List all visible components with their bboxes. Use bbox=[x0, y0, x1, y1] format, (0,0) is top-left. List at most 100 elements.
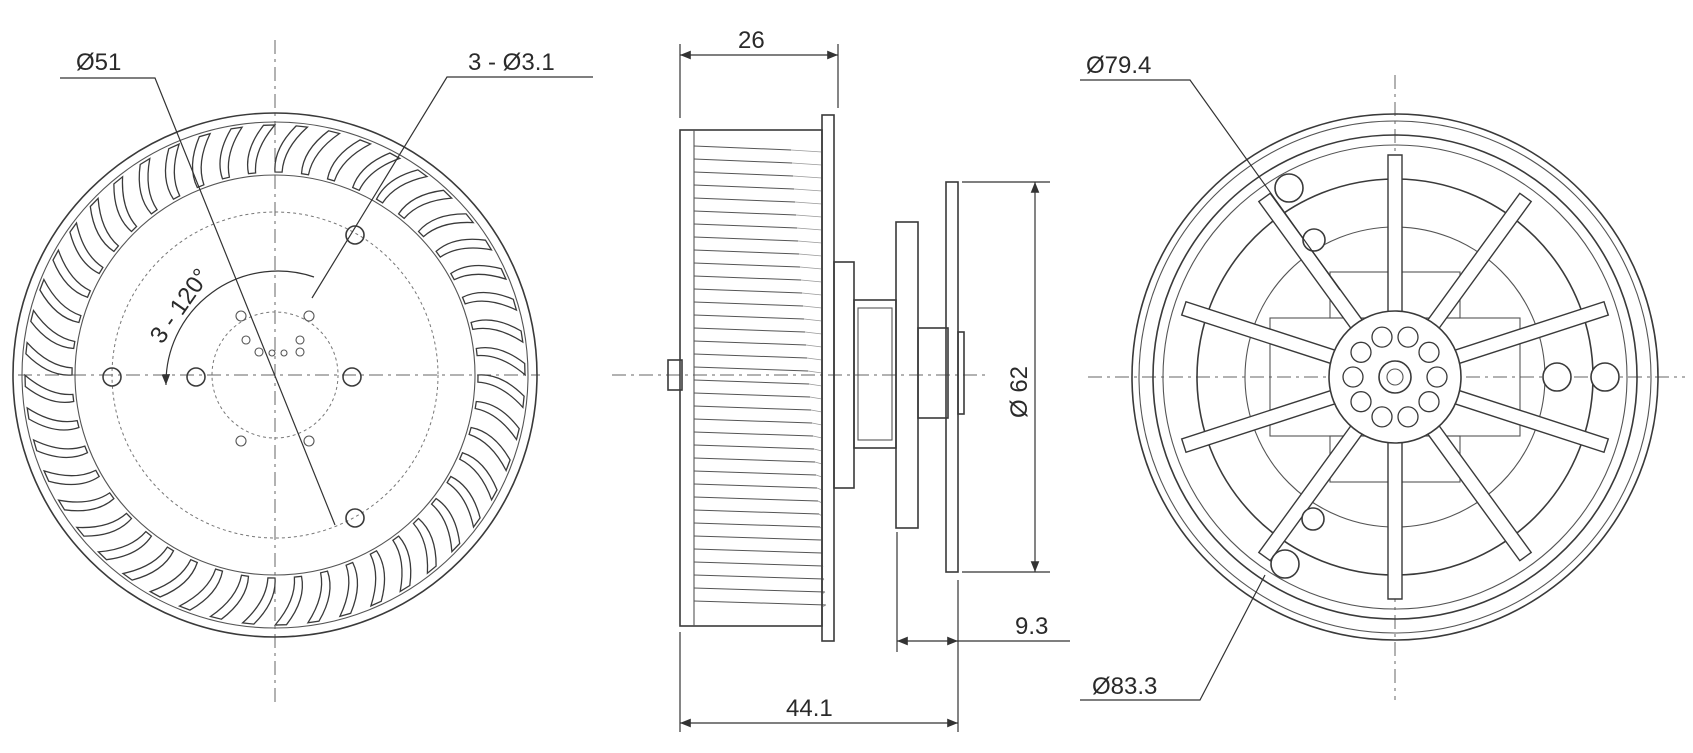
blade-profile-line bbox=[797, 240, 823, 244]
mount-hole-top bbox=[345, 225, 365, 245]
hub-hole bbox=[295, 335, 305, 345]
blade-profile-line bbox=[693, 301, 804, 307]
blade-profile-line bbox=[693, 340, 807, 346]
impeller-blade bbox=[148, 558, 199, 598]
diameter-83-leader bbox=[1080, 574, 1266, 701]
blade-profile-line bbox=[807, 370, 823, 374]
blade-profile-line bbox=[693, 158, 793, 164]
impeller-blade bbox=[397, 189, 454, 220]
impeller-outer-rim bbox=[12, 112, 538, 638]
impeller-inner-ring bbox=[74, 174, 476, 576]
impeller-blade bbox=[351, 152, 402, 192]
impeller-blade bbox=[164, 142, 181, 201]
impeller-blade bbox=[446, 475, 481, 529]
blade-profile-line bbox=[693, 483, 818, 489]
blade-profile-line bbox=[693, 353, 808, 359]
blade-profile-line bbox=[810, 409, 823, 413]
blade-profile-line bbox=[814, 461, 823, 465]
blade-profile-line bbox=[804, 331, 823, 335]
blade-profile-line bbox=[693, 470, 817, 476]
impeller-blade bbox=[241, 577, 276, 625]
impeller-blade bbox=[177, 568, 224, 611]
impeller-blade bbox=[430, 497, 461, 554]
blade-profile-line bbox=[693, 600, 827, 606]
blade-profile-line bbox=[796, 227, 823, 231]
blade-profile-line bbox=[693, 288, 803, 294]
blade-profile-line bbox=[812, 435, 823, 439]
blade-profile-line bbox=[693, 249, 800, 255]
rear-outer-ring bbox=[1131, 113, 1659, 641]
rear-outer-ring-inner bbox=[1138, 120, 1652, 634]
impeller-blade bbox=[435, 238, 493, 258]
rear-spoke bbox=[1449, 300, 1610, 366]
impeller-blade bbox=[219, 126, 244, 180]
impeller-blade bbox=[300, 130, 342, 176]
blade-profile-line bbox=[693, 457, 816, 463]
impeller-blade bbox=[468, 426, 511, 473]
blade-profile-line bbox=[800, 279, 823, 283]
rear-spoke bbox=[1257, 192, 1367, 334]
rear-spoke bbox=[1423, 192, 1533, 334]
hub-hole bbox=[235, 435, 247, 447]
hub-tooth bbox=[1418, 391, 1440, 413]
rear-hole bbox=[1542, 362, 1572, 392]
diameter-79-label: Ø79.4 bbox=[1086, 52, 1151, 79]
blade-profile-line bbox=[693, 431, 814, 437]
rear-spoke bbox=[1387, 154, 1403, 318]
rear-housing-ring bbox=[1152, 134, 1638, 620]
mount-hole-center-left bbox=[186, 367, 206, 387]
rear-hole bbox=[1590, 362, 1620, 392]
blade-profile-line bbox=[693, 262, 801, 268]
rear-spoke bbox=[1423, 420, 1533, 562]
hub-hole bbox=[268, 349, 276, 357]
impeller-blade bbox=[191, 132, 212, 189]
impeller-blade bbox=[42, 469, 101, 486]
impeller-blade bbox=[39, 277, 82, 324]
impeller-body bbox=[679, 129, 823, 627]
impeller-blade bbox=[274, 125, 309, 173]
impeller-blade bbox=[326, 139, 373, 182]
blade-profile-line bbox=[799, 266, 823, 270]
hub-hole bbox=[303, 310, 315, 322]
impeller-blade bbox=[417, 213, 475, 238]
blade-profile-line bbox=[808, 383, 823, 387]
rear-hole bbox=[1274, 173, 1304, 203]
blade-profile-line bbox=[798, 253, 823, 257]
impeller-blade bbox=[247, 124, 277, 175]
rear-hub-center bbox=[1378, 360, 1412, 394]
dim-26-label: 26 bbox=[738, 27, 765, 54]
front-view: Ø51 3 - Ø3.1 3 - 120° bbox=[12, 40, 593, 705]
blade-profile-line bbox=[802, 305, 823, 309]
impeller-blade bbox=[475, 347, 526, 377]
blade-profile-line bbox=[790, 149, 823, 153]
dim-62-label: Ø 62 bbox=[1006, 366, 1033, 418]
blade-profile-line bbox=[693, 275, 802, 281]
blade-profile-line bbox=[793, 188, 823, 192]
dim-9-label: 9.3 bbox=[1015, 613, 1048, 640]
impeller-blade bbox=[392, 535, 412, 593]
rear-spoke bbox=[1449, 388, 1610, 454]
impeller-blade bbox=[113, 175, 138, 233]
diameter-79-leader bbox=[1080, 79, 1341, 291]
angle-label: 3 - 120° bbox=[145, 264, 215, 349]
hub-hole bbox=[241, 335, 251, 345]
motor-bearing bbox=[917, 327, 949, 419]
impeller-blade bbox=[32, 438, 89, 459]
impeller-blade bbox=[26, 406, 80, 431]
hub-tooth bbox=[1371, 326, 1393, 348]
impeller-blade bbox=[273, 575, 303, 626]
blade-profile-line bbox=[803, 318, 823, 322]
blade-profile-line bbox=[809, 396, 823, 400]
impeller-outer-rim-inner-edge bbox=[21, 121, 529, 629]
impeller-blade bbox=[474, 400, 520, 442]
motor-rotor bbox=[853, 299, 897, 449]
impeller-blade bbox=[75, 512, 133, 537]
bolt-circle bbox=[211, 311, 339, 439]
blade-profile-line bbox=[693, 145, 792, 151]
blade-profile-line bbox=[693, 184, 795, 190]
blade-profile-line bbox=[813, 448, 823, 452]
impeller-blade-profiles bbox=[693, 145, 827, 608]
hub-hole bbox=[235, 310, 247, 322]
impeller-blade bbox=[69, 221, 104, 275]
